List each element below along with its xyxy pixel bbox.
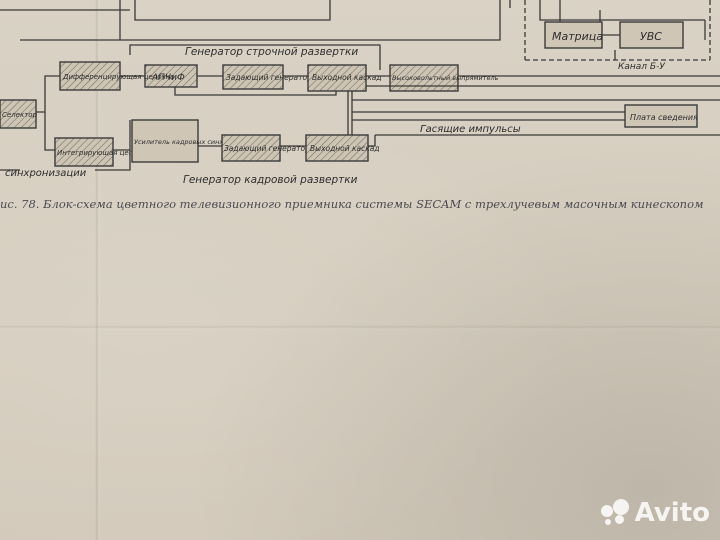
avito-wordmark: Avito [634, 498, 710, 528]
uvs-label: УВС [640, 30, 662, 43]
hv-rectifier-label: Высоковольтный выпрямитель [392, 74, 499, 82]
output-line-label: Выходной каскад [312, 73, 382, 82]
line-generator-title: Генератор строчной развертки [185, 46, 358, 58]
master-frame-block [221, 134, 281, 162]
board-block [624, 104, 698, 128]
frame-generator-title: Генератор кадровой развертки [183, 174, 358, 186]
channel-label: Канал Б-У [618, 62, 665, 72]
paper-fold-vertical [95, 0, 101, 540]
hv-rectifier-block [389, 64, 459, 92]
master-line-block [222, 64, 284, 90]
master-frame-label: Задающий генератор [224, 144, 310, 153]
integrating-label: Интегрирующая цепочка [57, 149, 150, 157]
differentiating-block [59, 61, 121, 91]
avito-watermark: Avito [600, 498, 710, 528]
blanking-label: Гасящие импульсы [420, 124, 521, 135]
output-line-block [307, 64, 367, 92]
matrix-label: Матрица [552, 30, 603, 43]
avito-logo-icon [600, 499, 629, 527]
apch-label: АПЧиФ [151, 73, 185, 83]
amplifier-sync-block [131, 119, 199, 163]
integrating-block [54, 137, 114, 167]
output-frame-block [305, 134, 369, 162]
board-label: Плата сведения [630, 113, 698, 122]
sync-label: синхронизации [5, 168, 87, 179]
figure-caption: ис. 78. Блок-схема цветного телевизионно… [0, 197, 704, 211]
paper-fold-horizontal [0, 325, 720, 331]
uvs-block [619, 21, 684, 49]
top-connections [0, 0, 711, 70]
selector-block [0, 99, 37, 129]
differentiating-label: Дифференцирующая цепочка [62, 73, 174, 81]
selector-label: Селектор [2, 111, 38, 119]
output-frame-label: Выходной каскад [310, 144, 380, 153]
master-line-label: Задающий генератор [226, 73, 312, 82]
amplifier-sync-label: Усилитель кадровых синхроимпульсов [134, 138, 268, 146]
